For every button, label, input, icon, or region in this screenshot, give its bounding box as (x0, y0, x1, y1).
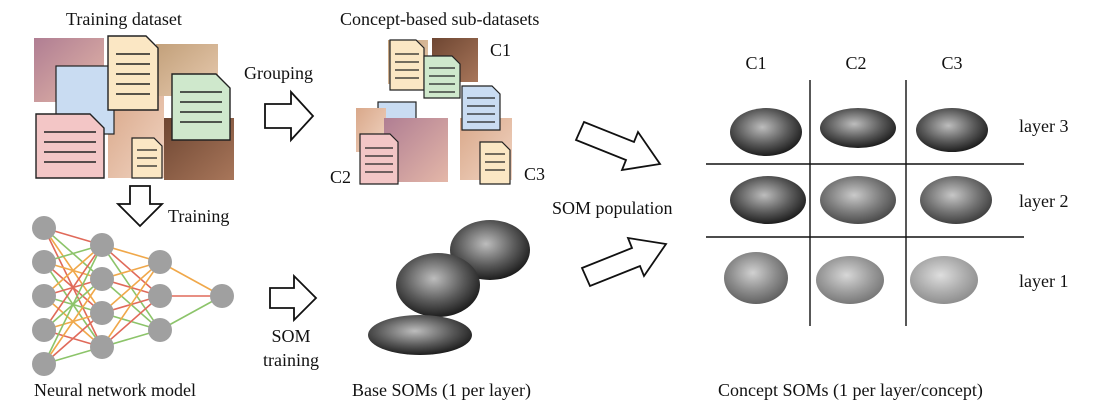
nn-edge (101, 295, 161, 348)
document-icon (461, 85, 501, 131)
document-icon (479, 141, 511, 185)
neural-network-caption: Neural network model (34, 380, 196, 400)
document-icon (107, 35, 159, 111)
training-dataset-title: Training dataset (66, 9, 182, 29)
training-arrow-icon (115, 185, 165, 228)
base-soms-caption: Base SOMs (1 per layer) (352, 380, 531, 400)
grid-column-header-c1: C1 (745, 53, 767, 73)
nn-edge (43, 312, 103, 365)
document-icon (35, 113, 105, 179)
nn-edge (43, 244, 103, 365)
som-population-upper-arrow-icon (574, 120, 662, 172)
neural-network (32, 216, 234, 376)
neuron-node-icon (32, 284, 56, 308)
training-dataset-collage (34, 35, 234, 180)
neuron-node-icon (32, 318, 56, 342)
base-som-layer1 (368, 315, 472, 355)
neuron-node-icon (90, 233, 114, 257)
concept-subdatasets-title: Concept-based sub-datasets (340, 9, 540, 29)
neuron-node-icon (32, 250, 56, 274)
concept-som-c1-layer1 (724, 252, 788, 304)
som-population-lower-arrow-icon (580, 236, 668, 288)
concept-som-c2-layer1 (816, 256, 884, 304)
grouping-arrow-icon (264, 89, 315, 143)
document-icon (423, 55, 461, 99)
neuron-node-icon (148, 284, 172, 308)
som-population-label: SOM population (552, 198, 673, 218)
nn-edge (101, 261, 161, 348)
neuron-node-icon (148, 318, 172, 342)
neuron-node-icon (90, 267, 114, 291)
training-label: Training (168, 206, 230, 226)
grid-row-label-layer3: layer 3 (1019, 116, 1069, 136)
grouping-label: Grouping (244, 63, 313, 83)
concept-grid-lines (706, 80, 1024, 326)
concept-som-c2-layer3 (820, 108, 896, 148)
grid-row-label-layer1: layer 1 (1019, 271, 1069, 291)
concept-label-c3: C3 (524, 164, 546, 184)
document-icon (171, 73, 231, 141)
neuron-node-icon (148, 250, 172, 274)
concept-label-c1: C1 (490, 40, 512, 60)
som-training-arrow-icon (269, 273, 318, 323)
neuron-node-icon (32, 352, 56, 376)
nn-edge (43, 278, 103, 365)
neuron-node-icon (90, 301, 114, 325)
neuron-node-icon (210, 284, 234, 308)
concept-som-c3-layer1 (910, 256, 978, 304)
nn-edge (43, 244, 103, 297)
document-icon (389, 39, 425, 91)
concept-label-c2: C2 (330, 167, 352, 187)
document-icon (131, 137, 163, 179)
concept-som-c1-layer2 (730, 176, 806, 224)
document-icon (359, 133, 399, 185)
base-soms (368, 220, 530, 355)
concept-soms (724, 108, 992, 304)
concept-som-c1-layer3 (730, 108, 802, 156)
grid-column-header-c2: C2 (845, 53, 867, 73)
concept-som-c3-layer2 (920, 176, 992, 224)
nn-edge (43, 244, 103, 331)
grid-row-label-layer2: layer 2 (1019, 191, 1069, 211)
concept-subdatasets (356, 38, 512, 185)
neuron-node-icon (32, 216, 56, 240)
som-training-label-line2: training (263, 350, 319, 370)
neuron-node-icon (90, 335, 114, 359)
base-som-layer2 (396, 253, 480, 317)
som-training-label-line1: SOM (271, 326, 311, 346)
concept-soms-caption: Concept SOMs (1 per layer/concept) (718, 380, 983, 400)
concept-som-c2-layer2 (820, 176, 896, 224)
nn-edge (101, 261, 161, 314)
grid-column-header-c3: C3 (941, 53, 963, 73)
concept-som-c3-layer3 (916, 108, 988, 152)
